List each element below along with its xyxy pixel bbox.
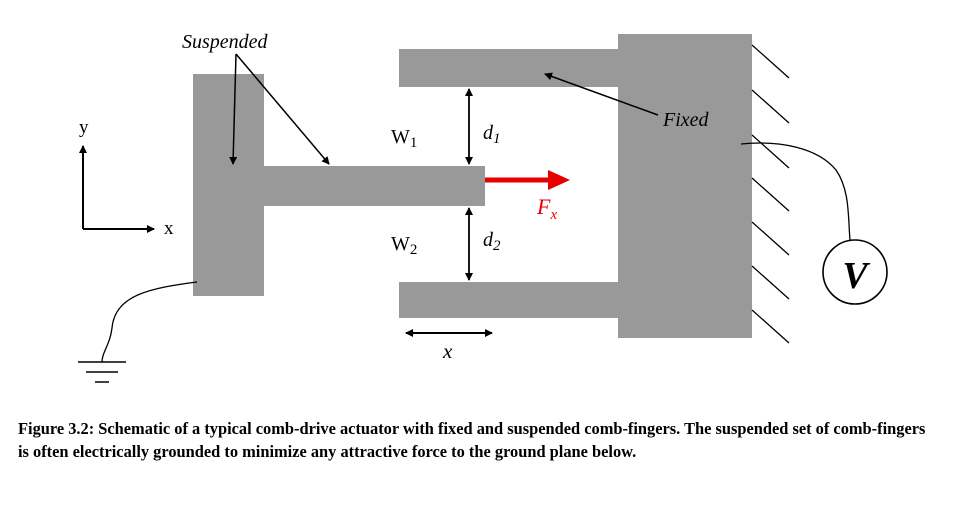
force-label: Fx <box>536 194 557 223</box>
ground-symbol <box>78 361 126 383</box>
figure-caption: Figure 3.2: Schematic of a typical comb-… <box>18 419 926 461</box>
suspended-pointers <box>229 53 330 165</box>
w2-label: W2 <box>391 233 417 258</box>
voltage-wire <box>740 142 851 241</box>
fixed-pointer <box>544 72 659 116</box>
ground-wire <box>101 281 198 363</box>
fixed-comb-finger-top <box>399 49 619 87</box>
fixed-comb-finger-bottom <box>399 282 619 318</box>
coordinate-axes <box>79 145 155 233</box>
voltage-label: V <box>842 255 870 297</box>
fixed-label: Fixed <box>662 109 710 131</box>
fixed-anchor-block <box>618 34 752 338</box>
comb-drive-diagram: y x Suspended Fixed W1 W2 d1 d2 Fx x V <box>78 31 888 383</box>
w1-label: W1 <box>391 126 417 151</box>
x-axis-label: x <box>164 218 174 239</box>
d1-label: d1 <box>483 122 501 147</box>
wall-hatch <box>751 44 790 344</box>
suspended-anchor-block <box>193 74 264 296</box>
d2-label: d2 <box>483 229 501 254</box>
force-arrow <box>485 170 570 190</box>
displacement-label: x <box>442 339 453 363</box>
suspended-label: Suspended <box>182 31 269 53</box>
y-axis-label: y <box>79 117 89 138</box>
voltage-source-circle <box>822 239 888 305</box>
suspended-comb-finger <box>264 166 485 206</box>
